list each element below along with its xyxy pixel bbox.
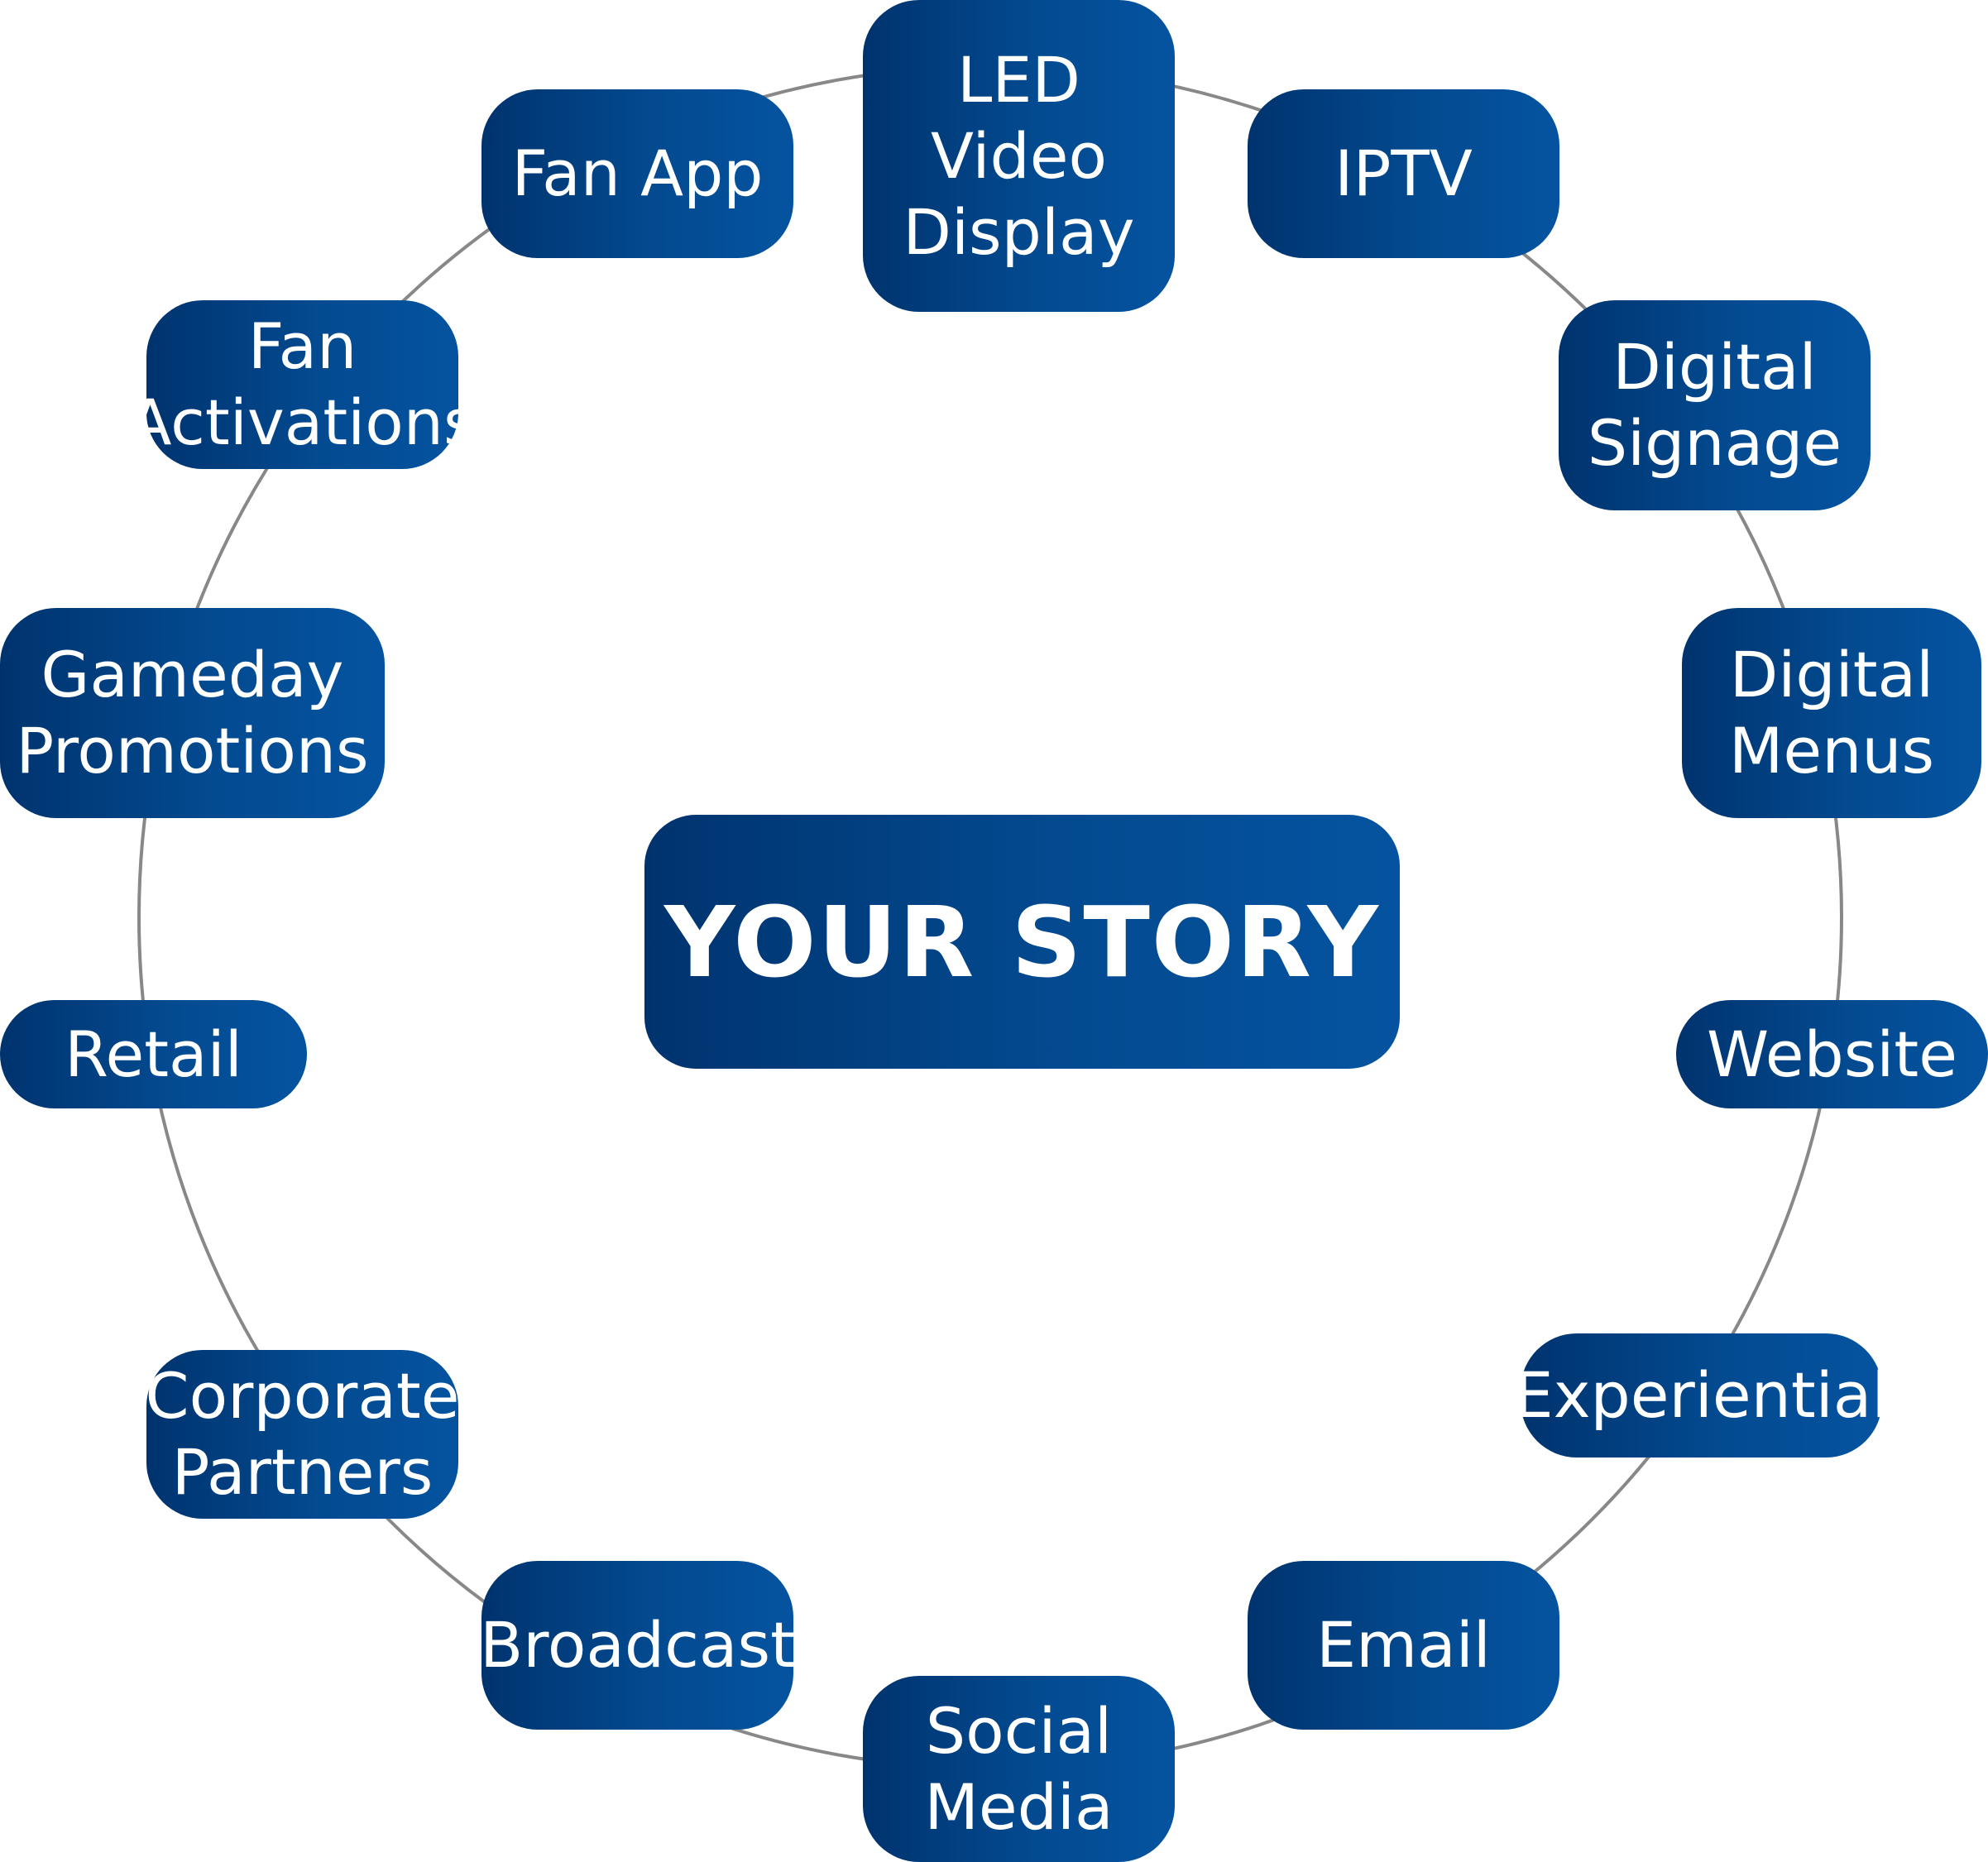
node-social-media: Social Media [863, 1676, 1175, 1862]
node-label: Fan Activations [128, 309, 476, 461]
node-corporate-partners: Corporate Partners [146, 1350, 460, 1519]
node-label: Corporate Partners [146, 1358, 460, 1510]
node-label-line: LED [957, 42, 1080, 117]
node-label-line: Activations [128, 385, 477, 459]
node-led-video-display: LED Video Display [863, 0, 1175, 312]
node-label-line: Display [903, 194, 1135, 269]
node-digital-signage: Digital Signage [1559, 300, 1871, 510]
node-label-line: Partners [171, 1435, 434, 1509]
node-label-line: Website [1707, 1017, 1957, 1091]
node-label: IPTV [1334, 136, 1473, 212]
node-experiential: Experiential [1514, 1333, 1889, 1458]
node-label-line: IPTV [1334, 136, 1473, 210]
node-label-line: Fan [247, 309, 357, 383]
node-label-line: Digital [1612, 330, 1817, 404]
node-label: Gameday Promotions [16, 637, 368, 789]
node-label-line: Gameday [41, 638, 344, 711]
center-your-story: YOUR STORY [644, 815, 1400, 1069]
node-fan-app: Fan App [481, 89, 793, 258]
node-label: Digital Signage [1588, 329, 1842, 481]
node-label-line: Menus [1728, 714, 1935, 787]
node-label: Social Media [924, 1693, 1113, 1845]
node-label-line: Broadcast [480, 1608, 795, 1682]
node-website: Website [1676, 1000, 1988, 1108]
node-label: LED Video Display [903, 42, 1134, 270]
node-label-line: Retail [65, 1017, 242, 1091]
node-fan-activations: Fan Activations [128, 300, 477, 469]
node-label-line: Corporate [145, 1359, 460, 1433]
node-label: Experiential [1514, 1357, 1890, 1434]
center-label: YOUR STORY [664, 884, 1380, 999]
node-label-line: Experiential [1513, 1358, 1890, 1432]
node-label-line: Video [931, 118, 1107, 193]
node-label: Retail [65, 1017, 242, 1093]
node-label: Broadcast [480, 1607, 795, 1683]
node-label-line: Signage [1587, 406, 1842, 480]
node-iptv: IPTV [1248, 89, 1559, 258]
node-label-line: Digital [1729, 638, 1934, 711]
node-gameday-promotions: Gameday Promotions [0, 608, 385, 818]
node-digital-menus: Digital Menus [1682, 608, 1981, 818]
node-retail: Retail [0, 1000, 307, 1108]
node-label-line: Media [924, 1769, 1114, 1844]
node-email: Email [1248, 1561, 1559, 1730]
node-label: Website [1707, 1017, 1957, 1093]
node-label-line: Social [925, 1693, 1113, 1768]
node-label-line: Email [1316, 1608, 1491, 1682]
node-label-line: Fan App [511, 136, 764, 210]
node-label-line: Promotions [16, 714, 369, 787]
node-label: Email [1316, 1607, 1491, 1683]
node-broadcast: Broadcast [480, 1561, 795, 1730]
node-label: Digital Menus [1729, 637, 1934, 789]
node-label: Fan App [511, 136, 763, 212]
